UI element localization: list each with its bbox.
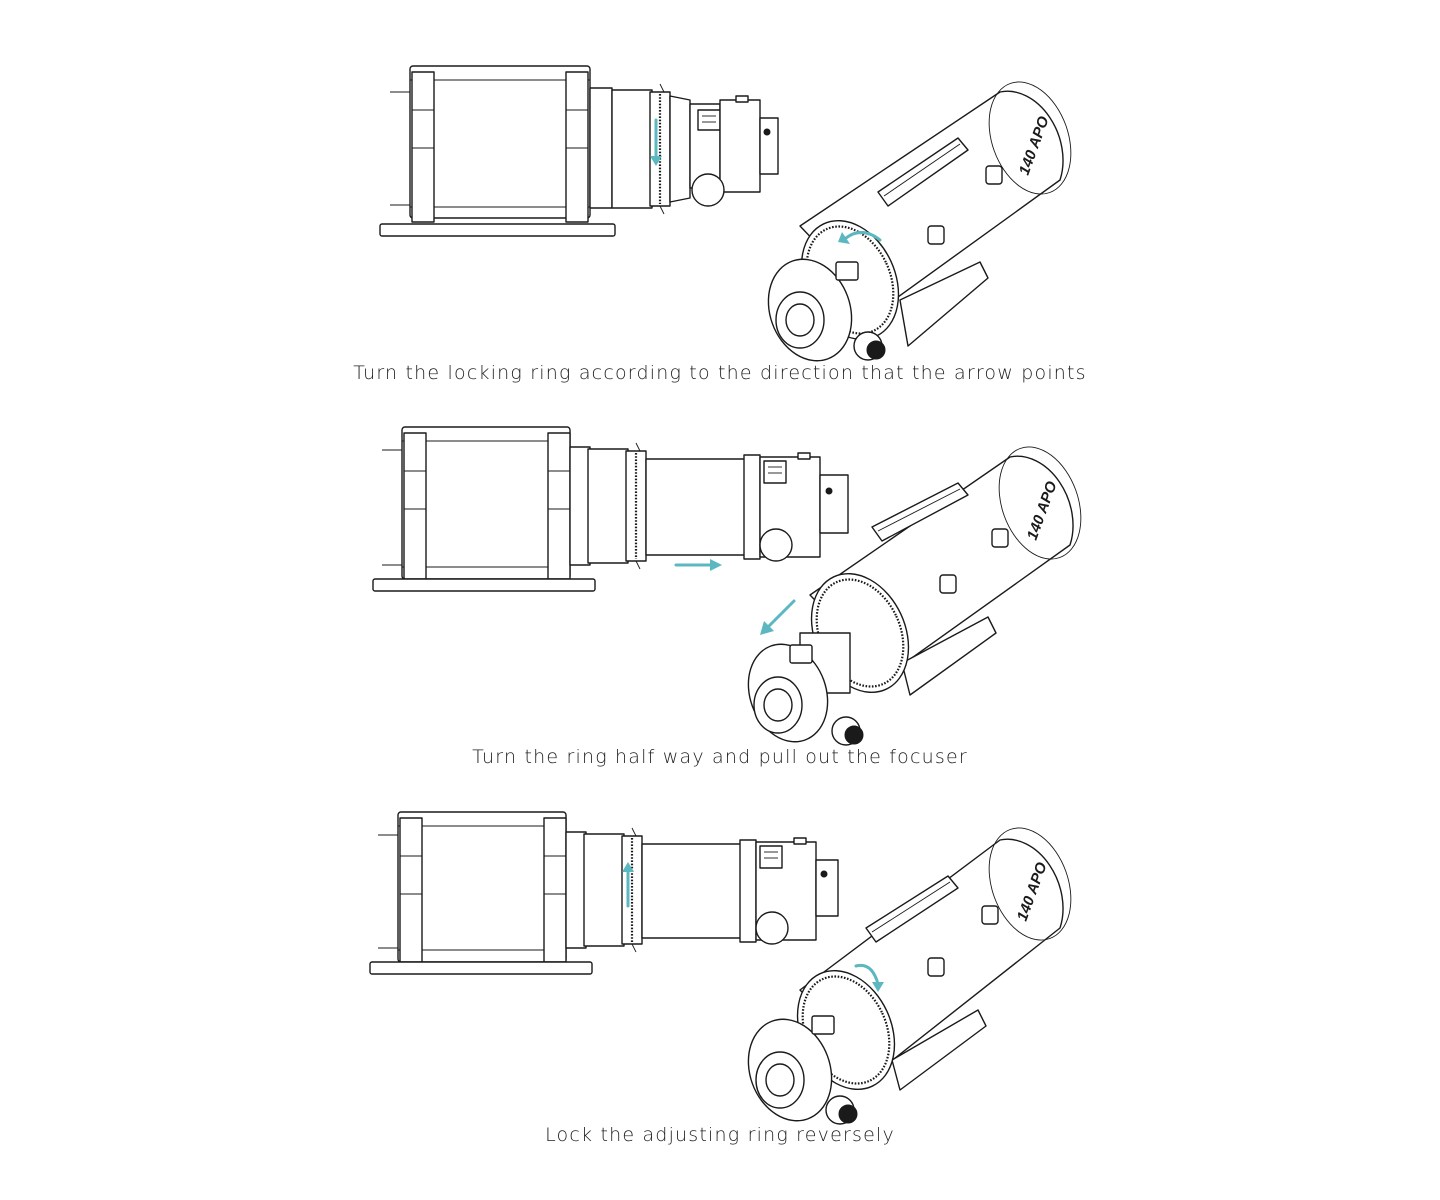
step-2-caption: Turn the ring half way and pull out the … [472, 746, 968, 768]
pull-right-arrow-icon [674, 559, 722, 571]
perspective-view-telescope: 140 APO [747, 827, 1072, 1125]
step-3-caption: Lock the adjusting ring reversely [545, 1124, 895, 1146]
rotate-up-arrow-icon [622, 862, 634, 908]
step-1-caption: Turn the locking ring according to the d… [353, 362, 1087, 384]
side-view-telescope [372, 426, 849, 592]
pull-out-arrow-icon [760, 599, 796, 635]
step-1-unlock-locking-ring: 140 APO Turn the locking ring according … [0, 0, 1440, 395]
step-1-illustration: 140 APO [379, 65, 1072, 362]
rotate-arrow-perspective-icon [838, 231, 882, 244]
rotate-lock-arrow-perspective-icon [854, 963, 884, 992]
side-view-telescope [379, 65, 779, 237]
perspective-view-telescope: 140 APO [767, 81, 1072, 362]
step-3-illustration: 140 APO [369, 811, 1072, 1125]
side-view-telescope [369, 811, 839, 975]
rotate-down-arrow-icon [650, 118, 662, 166]
perspective-view-telescope: 140 APO [747, 446, 1082, 746]
step-2-pull-out-focuser: 140 APO Turn the ring half way and pull … [0, 395, 1440, 780]
step-3-lock-adjusting-ring: 140 APO Lock the adjusting ring reversel… [0, 780, 1440, 1165]
step-2-illustration: 140 APO [372, 426, 1082, 746]
